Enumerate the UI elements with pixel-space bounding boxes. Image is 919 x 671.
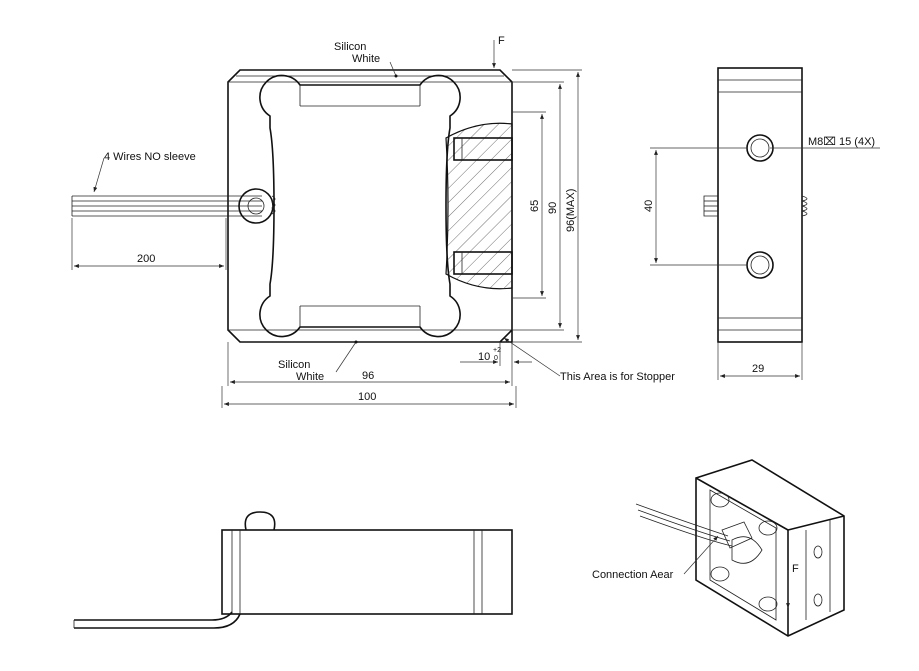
side-body	[717, 67, 803, 343]
side-view	[703, 67, 808, 343]
dim-thickness: 29	[752, 363, 764, 375]
label-connection: Connection Aear	[592, 569, 674, 581]
dim-cable-length: 200	[137, 253, 155, 265]
label-force-top: F	[498, 35, 505, 47]
bottom-view	[73, 511, 513, 629]
label-white-bottom: White	[296, 371, 324, 383]
bottom-body	[221, 529, 513, 615]
label-white-top: White	[352, 53, 380, 65]
hatched-section	[445, 122, 513, 290]
dim-tol-upper: +2	[493, 347, 501, 354]
dim-height-max: 96(MAX)	[565, 189, 577, 232]
label-silicon-top: Silicon	[334, 41, 366, 53]
dim-hole-spacing: 40	[643, 200, 655, 212]
label-stopper: This Area is for Stopper	[560, 371, 675, 383]
dim-tol-lower: 0	[494, 355, 498, 362]
dimensions: 200 96 100 10 +2 0 65 90 96(MAX)	[71, 69, 803, 408]
label-force-iso: F	[792, 563, 799, 575]
label-silicon-bottom: Silicon	[278, 359, 310, 371]
dim-65: 65	[529, 200, 541, 212]
dim-90: 90	[547, 202, 559, 214]
dim-inner-width: 96	[362, 370, 374, 382]
label-wires: 4 Wires NO sleeve	[104, 151, 196, 163]
label-thread: M8⌧ 15 (4X)	[808, 136, 875, 148]
annotations: 4 Wires NO sleeve Silicon White F Silico…	[93, 35, 880, 608]
dim-stopper-gap: 10	[478, 351, 490, 363]
inner-cavity	[259, 74, 461, 338]
front-view	[71, 69, 513, 343]
isometric-view	[635, 459, 845, 637]
cable	[71, 188, 276, 224]
dim-overall-width: 100	[358, 391, 376, 403]
